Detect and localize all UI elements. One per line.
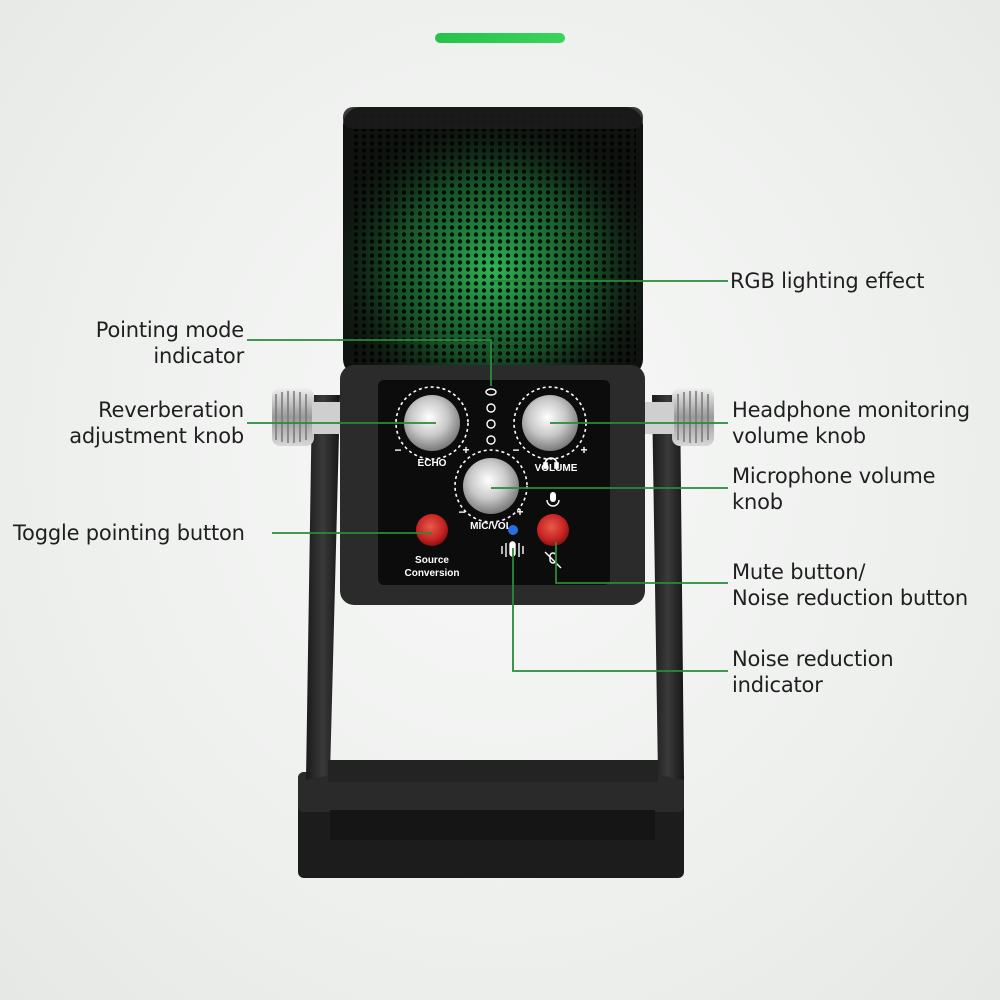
stand-arms — [306, 395, 684, 782]
label-reverberation-knob: Reverberation adjustment knob — [69, 398, 244, 448]
leader-lines — [247, 280, 728, 672]
source-conversion-button[interactable] — [416, 514, 448, 546]
micvol-minus: − — [458, 505, 465, 519]
top-accent-bar — [435, 33, 565, 43]
headphone-icon — [543, 457, 559, 469]
source-label-1: Source — [415, 555, 449, 566]
label-noise-reduction-indicator: Noise reduction indicator — [732, 647, 894, 697]
echo-label: ECHO — [418, 458, 447, 469]
microphone-grille — [343, 107, 643, 377]
mic-volume-knob[interactable] — [463, 458, 519, 514]
label-rgb-lighting: RGB lighting effect — [730, 269, 925, 293]
pointing-mode-indicator — [485, 388, 497, 445]
stand-base — [298, 772, 684, 878]
left-screw-knob[interactable] — [272, 388, 342, 446]
label-pointing-mode-indicator: Pointing mode indicator — [95, 318, 244, 368]
volume-plus: + — [580, 443, 587, 457]
micvol-plus: + — [516, 505, 523, 519]
label-toggle-pointing-button: Toggle pointing button — [13, 521, 245, 545]
volume-minus: − — [512, 443, 519, 457]
label-headphone-volume-knob: Headphone monitoring volume knob — [732, 398, 970, 448]
echo-plus: + — [462, 443, 469, 457]
noise-reduction-indicator-led — [508, 525, 518, 535]
echo-minus: − — [394, 443, 401, 457]
label-mute-button: Mute button/ Noise reduction button — [732, 560, 968, 610]
microphone-icon — [546, 492, 560, 507]
mute-button[interactable] — [537, 514, 569, 546]
micvol-label: MIC/VOL — [470, 521, 512, 532]
right-screw-knob[interactable] — [644, 388, 714, 446]
label-microphone-volume-knob: Microphone volume knob — [732, 464, 936, 514]
source-label-2: Conversion — [404, 568, 459, 579]
